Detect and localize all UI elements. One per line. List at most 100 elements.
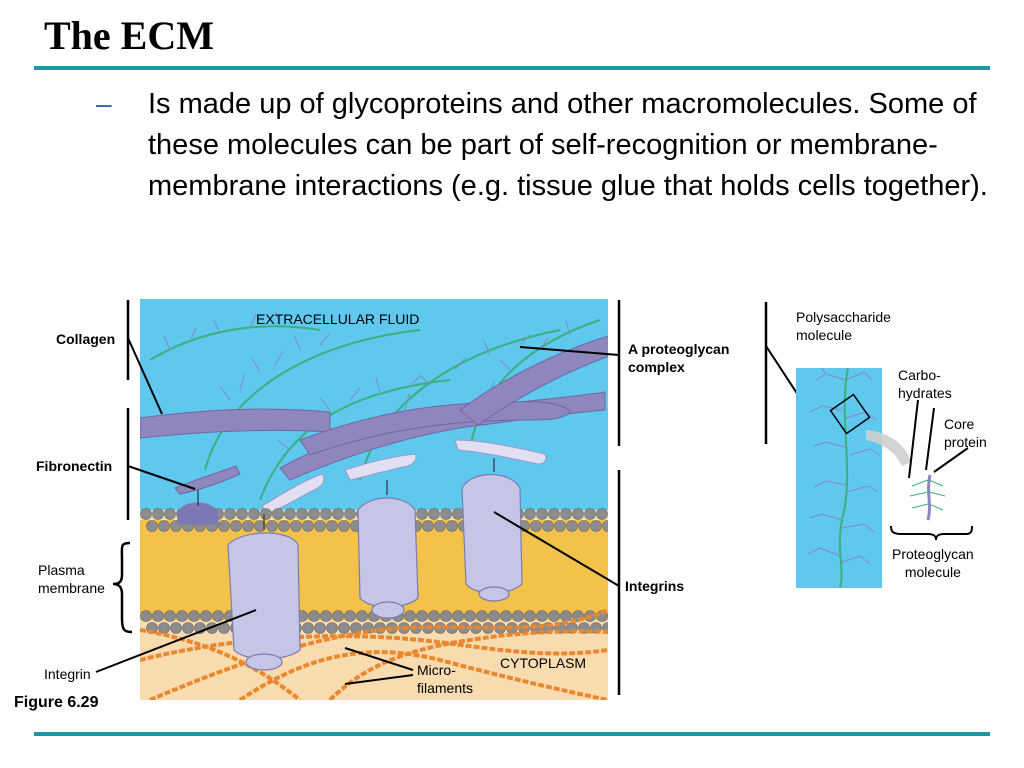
- lipid-head: [416, 610, 428, 622]
- microfilaments: [140, 608, 608, 700]
- lipid-head: [164, 610, 176, 622]
- lipid-head: [158, 520, 170, 532]
- lipid-head: [254, 520, 266, 532]
- lipid-head: [320, 610, 332, 622]
- core-protein-label: Core protein: [944, 416, 987, 450]
- lipid-head: [404, 610, 416, 622]
- lipid-head: [524, 508, 536, 520]
- lipid-head: [248, 508, 260, 520]
- lipid-head: [314, 622, 326, 634]
- polysaccharide-label: Polysaccharide molecule: [796, 309, 891, 343]
- lipid-head: [278, 520, 290, 532]
- side-leader-lines: [908, 399, 969, 479]
- collagen-label: Collagen: [56, 331, 116, 347]
- carbohydrates-label: Carbo- hydrates: [898, 367, 952, 401]
- lipid-head: [416, 508, 428, 520]
- lipid-head: [320, 508, 332, 520]
- lipid-head: [272, 508, 284, 520]
- proteoglycan-complex-label: A proteoglycan complex: [628, 341, 730, 375]
- proteoglycan-detail: [764, 302, 973, 588]
- plasma-membrane-label: Plasma membrane: [38, 562, 105, 596]
- lipid-head: [542, 520, 554, 532]
- lipid-head: [500, 610, 512, 622]
- fibronectin-segments: [261, 439, 547, 515]
- lipid-head: [560, 610, 572, 622]
- lipid-head: [326, 520, 338, 532]
- lipid-head: [512, 610, 524, 622]
- lipid-head: [170, 622, 182, 634]
- lipid-head: [296, 508, 308, 520]
- lipid-head: [446, 520, 458, 532]
- lipid-head: [548, 610, 560, 622]
- lipid-head: [266, 520, 278, 532]
- lipid-head: [140, 610, 152, 622]
- integrin-proteins: [177, 474, 523, 671]
- lipid-head: [530, 520, 542, 532]
- lipid-head: [422, 520, 434, 532]
- lipid-head: [524, 610, 536, 622]
- microfilaments-label: Micro- filaments: [417, 662, 474, 696]
- lipid-head: [536, 508, 548, 520]
- lipid-head: [440, 610, 452, 622]
- lipid-head: [332, 610, 344, 622]
- lipid-head: [536, 610, 548, 622]
- proteoglycan-molecule-label: Proteoglycan molecule: [892, 546, 974, 580]
- lipid-head: [488, 610, 500, 622]
- lipid-head: [218, 520, 230, 532]
- lipid-head: [428, 508, 440, 520]
- lipid-head: [290, 520, 302, 532]
- lipid-head: [224, 508, 236, 520]
- lipid-head: [584, 508, 596, 520]
- lipid-head: [344, 508, 356, 520]
- top-divider: [34, 66, 990, 70]
- fibronectin-label: Fibronectin: [36, 458, 113, 474]
- lipid-head: [260, 508, 272, 520]
- lipid-head: [146, 520, 158, 532]
- lipid-head: [308, 508, 320, 520]
- lipid-head: [596, 508, 608, 520]
- lipid-head: [332, 508, 344, 520]
- lipid-head: [452, 610, 464, 622]
- figure-caption: Figure 6.29: [14, 694, 99, 711]
- lipid-head: [182, 622, 194, 634]
- lipid-head: [554, 520, 566, 532]
- lipid-head: [236, 508, 248, 520]
- lipid-head: [242, 520, 254, 532]
- proteoglycan-brace: [890, 525, 973, 541]
- integrin-links: [197, 458, 495, 530]
- polysaccharide-panel: [796, 368, 882, 588]
- lipid-head: [440, 508, 452, 520]
- lipid-head: [590, 520, 602, 532]
- lipid-head: [308, 610, 320, 622]
- lipid-head: [452, 508, 464, 520]
- lipid-head: [140, 508, 152, 520]
- extracellular-fluid-label: EXTRACELLULAR FLUID: [256, 311, 420, 327]
- lipid-head: [200, 610, 212, 622]
- slide-title: The ECM: [44, 13, 214, 58]
- bullet-text: Is made up of glycoproteins and other ma…: [148, 88, 988, 202]
- integrins-label: Integrins: [625, 578, 685, 594]
- leader-lines: [95, 337, 620, 685]
- lipid-head: [338, 520, 350, 532]
- lipid-head: [344, 610, 356, 622]
- lipid-head: [434, 520, 446, 532]
- lipid-head: [548, 508, 560, 520]
- ecm-illustration: [140, 299, 608, 700]
- bullet-marker: –: [96, 88, 112, 119]
- collagen-fibers: [140, 335, 608, 495]
- lipid-head: [314, 520, 326, 532]
- lipid-head: [560, 508, 572, 520]
- lipid-head: [176, 610, 188, 622]
- lipid-head: [476, 610, 488, 622]
- lipid-head: [164, 508, 176, 520]
- lipid-head: [188, 610, 200, 622]
- lipid-head: [230, 520, 242, 532]
- lipid-head: [212, 610, 224, 622]
- lipid-head: [152, 610, 164, 622]
- cytoplasm-label: CYTOPLASM: [500, 655, 587, 671]
- lipid-head: [566, 520, 578, 532]
- lipid-head: [302, 520, 314, 532]
- integrin-label: Integrin: [44, 666, 91, 682]
- lipid-head: [572, 508, 584, 520]
